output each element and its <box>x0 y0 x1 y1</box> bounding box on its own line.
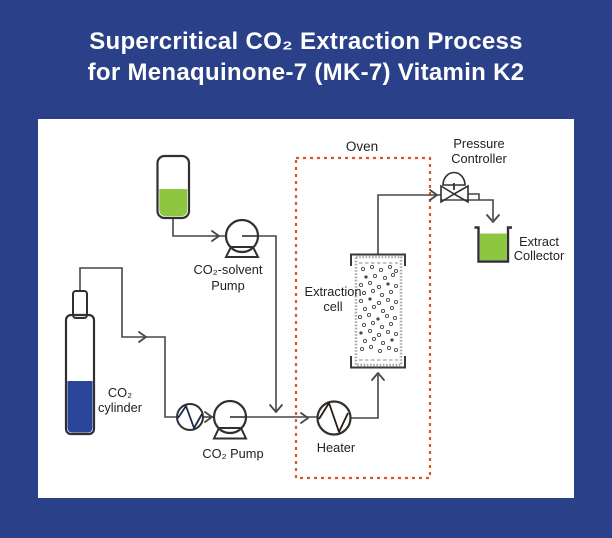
pipe-cylinder-to-cooler <box>79 267 177 418</box>
page-title: Supercritical CO₂ Extraction Process for… <box>0 26 612 88</box>
collector-outline <box>474 226 512 263</box>
solvent-pump-base <box>224 246 260 258</box>
co2-cylinder-label-line2: cylinder <box>98 400 143 415</box>
arrow-right-into-co2-pump <box>204 411 213 423</box>
valve-actuator-dome <box>442 171 466 186</box>
valve-right-wedge <box>452 184 469 204</box>
diagram-panel: Oven CO₂ cylinder CO₂-solvent Pump <box>38 119 574 498</box>
heater-label: Heater <box>317 440 356 455</box>
co2-pump-label: CO₂ Pump <box>202 446 263 461</box>
arrow-right-into-solvent-pump <box>211 230 220 242</box>
co2-pump-base <box>212 427 248 440</box>
pipe-solvent-pump-to-junction <box>258 235 277 411</box>
title-line-1: Supercritical CO₂ Extraction Process <box>89 28 523 55</box>
cooler-body <box>176 403 204 431</box>
process-diagram: Oven CO₂ cylinder CO₂-solvent Pump <box>64 136 565 480</box>
co2-cylinder <box>64 290 96 436</box>
extraction-cell-top-cap <box>350 253 406 266</box>
co2-pump-symbol <box>212 399 248 440</box>
pipe-cell-to-valve <box>377 194 441 254</box>
extraction-cell-bottom-cap <box>350 356 406 369</box>
valve-left-wedge <box>440 184 456 204</box>
solvent-liquid <box>159 189 188 217</box>
extract-liquid <box>480 233 507 260</box>
cylinder-neck <box>72 290 88 319</box>
solvent-bottle <box>156 154 191 220</box>
oven-label: Oven <box>346 139 378 154</box>
pipe-heater-to-cell <box>351 375 379 419</box>
heater-zigzag <box>318 402 349 433</box>
co2-solvent-pump-symbol <box>224 218 260 258</box>
pipe-valve-to-collector <box>441 193 494 220</box>
cylinder-body <box>64 313 96 436</box>
extraction-cell-label-line2: cell <box>323 299 342 314</box>
extraction-cell-label-line1: Extraction <box>305 284 362 299</box>
extraction-cell-symbol <box>350 253 406 369</box>
extraction-cell-packing-dots <box>357 264 399 354</box>
heater-symbol <box>316 400 352 436</box>
extract-collector-vessel <box>474 226 512 263</box>
arrow-right-into-heater <box>300 412 309 424</box>
extract-collector-label-line1: Extract <box>519 234 559 249</box>
cooler-symbol <box>176 403 204 431</box>
co2-solvent-pump-label-line2: Pump <box>211 278 244 293</box>
pipe-bottle-to-solvent-pump <box>172 218 226 237</box>
co2-solvent-pump-label-line1: CO₂-solvent <box>194 262 263 277</box>
arrow-down-into-collector <box>486 214 500 223</box>
heater-body <box>316 400 352 436</box>
extract-collector-label-line2: Collector <box>514 248 565 263</box>
cooler-zigzag <box>177 405 203 429</box>
arrow-right-cylinder-line <box>138 331 147 343</box>
arrow-up-into-cell <box>371 372 385 381</box>
solvent-reservoir <box>156 154 191 220</box>
arrow-right-into-valve <box>429 189 438 201</box>
co2-cylinder-label-line1: CO₂ <box>108 385 132 400</box>
oven-boundary <box>294 156 432 480</box>
pressure-controller-label-line1: Pressure <box>453 136 504 151</box>
cylinder-liquid <box>67 381 93 433</box>
pressure-controller-label-line2: Controller <box>451 151 507 166</box>
extraction-cell-body <box>354 255 403 367</box>
pressure-controller-valve <box>440 171 469 204</box>
arrow-down-junction <box>269 404 283 413</box>
title-line-2: for Menaquinone-7 (MK-7) Vitamin K2 <box>87 59 525 86</box>
